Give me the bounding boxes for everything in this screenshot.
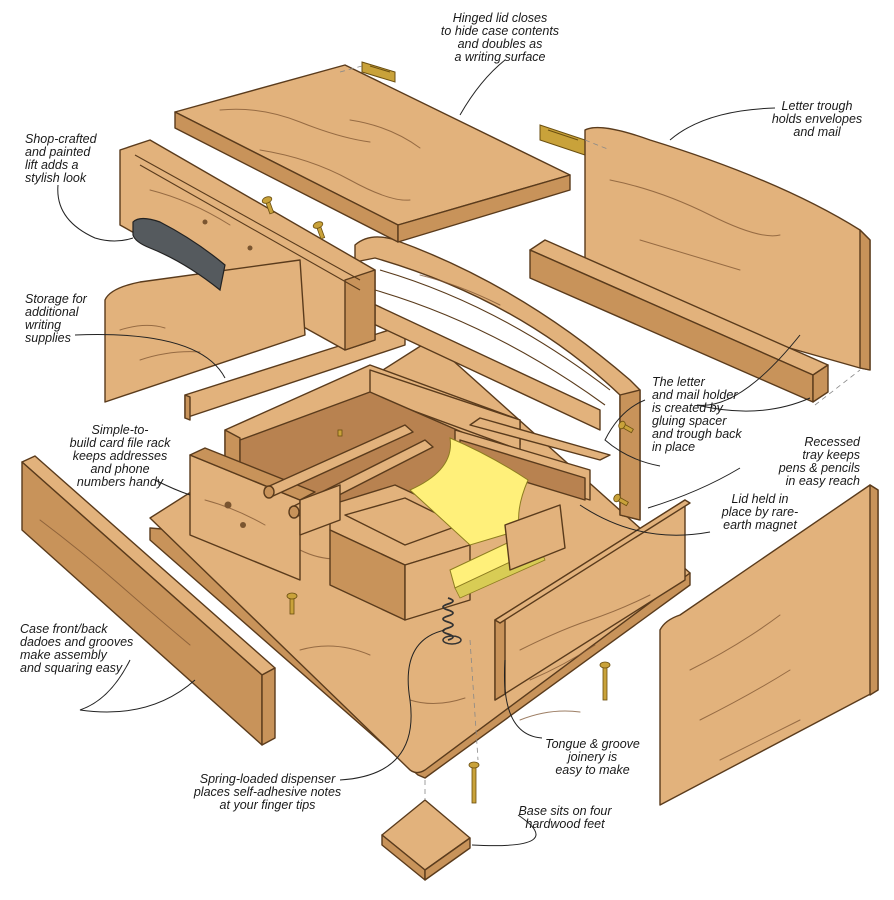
card-file-rack — [189, 364, 521, 581]
callout-case-front-back: Case front/back dadoes and grooves make … — [20, 622, 134, 675]
note-dispenser — [329, 437, 566, 621]
callout-spring-dispenser: Spring-loaded dispenser places self-adhe… — [193, 772, 342, 812]
callout-lid-magnet: Lid held in place by rare- earth magnet — [721, 492, 799, 532]
leader-lines — [57, 59, 811, 847]
left-side-panel — [104, 259, 306, 403]
callout-card-file-rack: Simple-to- build card file rack keeps ad… — [69, 423, 171, 489]
hinge-left — [361, 61, 396, 83]
screw-3 — [286, 592, 298, 615]
back-panel — [119, 139, 376, 351]
screws — [261, 196, 634, 804]
front-right-wall — [494, 499, 691, 701]
screw-8 — [337, 429, 343, 437]
callout-base-feet: Base sits on four hardwood feet — [518, 804, 612, 831]
hinged-lid — [174, 64, 571, 243]
callout-recessed-tray: Recessed tray keeps pens & pencils in ea… — [778, 435, 860, 488]
painted-lift — [132, 217, 226, 292]
callout-letter-trough: Letter trough holds envelopes and mail — [771, 99, 863, 139]
screw-2 — [312, 221, 326, 240]
screw-5 — [468, 761, 480, 804]
callout-tongue-groove: Tongue & groove joinery is easy to make — [545, 737, 640, 777]
callout-shop-crafted-lift: Shop-crafted and painted lift adds a sty… — [25, 132, 97, 185]
screw-7 — [613, 493, 629, 507]
left-divider — [299, 484, 341, 536]
case-front-panel — [21, 455, 276, 746]
screw-4 — [599, 661, 611, 701]
hardwood-foot — [381, 799, 471, 881]
trough-spacer — [529, 239, 829, 403]
screw-1 — [261, 196, 275, 215]
pen-tray — [454, 417, 611, 501]
hinge-right — [539, 124, 586, 156]
assembly-guides — [339, 65, 861, 800]
case-end-panel — [659, 484, 879, 806]
spring — [442, 597, 462, 645]
callout-storage: Storage for additional writing supplies — [25, 292, 87, 345]
callout-letter-holder: The letter and mail holder is created by… — [652, 375, 742, 454]
callout-hinged-lid: Hinged lid closes to hide case contents … — [440, 11, 560, 64]
screw-6 — [618, 420, 634, 434]
